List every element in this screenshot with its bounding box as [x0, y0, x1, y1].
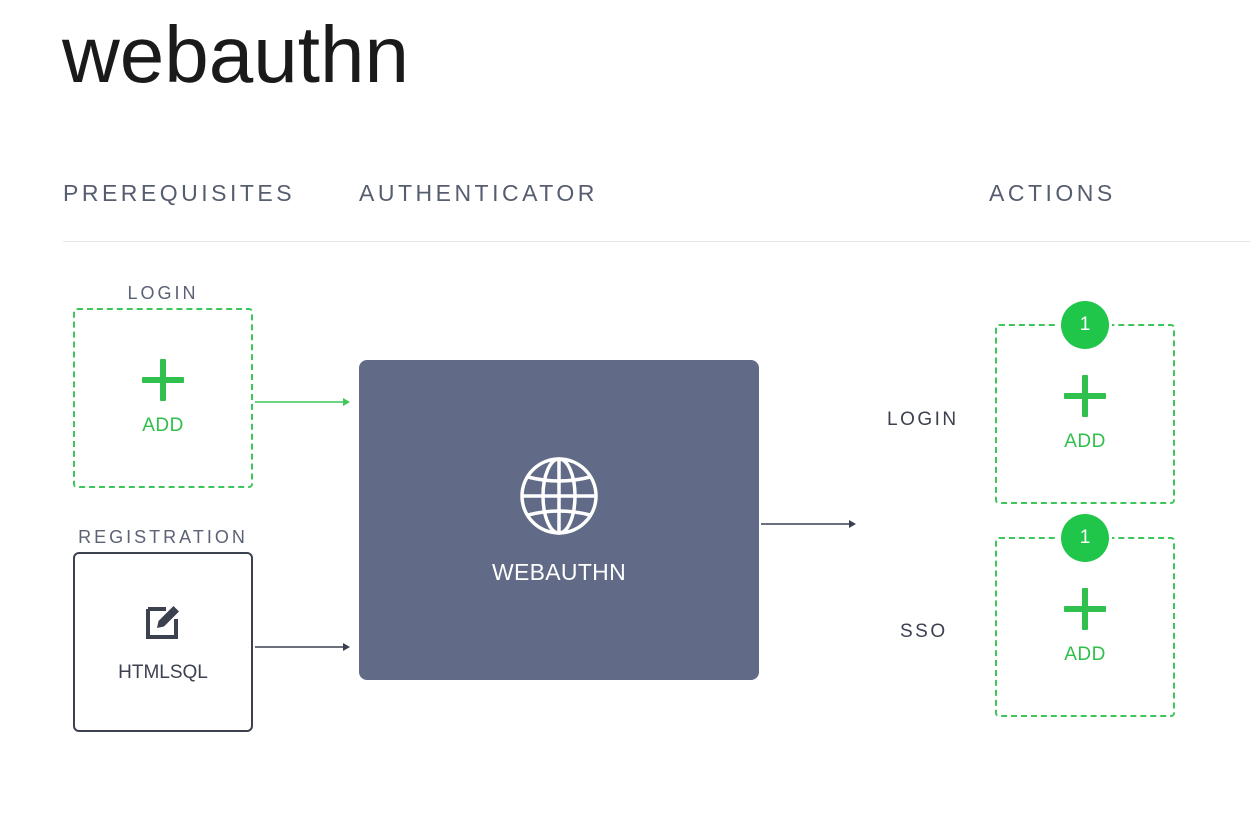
add-label: ADD	[1064, 431, 1106, 452]
action-sso-count-badge: 1	[1061, 514, 1109, 562]
action-sso-label: SSO	[900, 621, 948, 642]
edit-icon	[146, 606, 179, 639]
prerequisite-login-label: LOGIN	[127, 283, 199, 303]
action-login-add-button[interactable]: ADD	[995, 324, 1175, 504]
column-header-prerequisites: PREREQUISITES	[63, 180, 296, 206]
registration-method-label: HTMLSQL	[118, 662, 208, 683]
plus-icon	[1064, 375, 1106, 417]
action-login-count-badge: 1	[1061, 301, 1109, 349]
authenticator-webauthn[interactable]: WEBAUTHN	[359, 360, 759, 680]
column-header-authenticator: AUTHENTICATOR	[359, 180, 598, 206]
plus-icon	[1064, 588, 1106, 630]
plus-icon	[142, 359, 184, 401]
add-label: ADD	[1064, 644, 1106, 665]
column-header-actions: ACTIONS	[989, 180, 1116, 206]
registration-method-htmlsql[interactable]: HTMLSQL	[73, 552, 253, 732]
prerequisite-registration-label: REGISTRATION	[78, 527, 248, 547]
page-title: webauthn	[62, 10, 409, 99]
authenticator-label: WEBAUTHN	[491, 558, 626, 585]
action-login-label: LOGIN	[887, 409, 959, 430]
prerequisite-login-add-button[interactable]: ADD	[73, 308, 253, 488]
action-sso-add-button[interactable]: ADD	[995, 537, 1175, 717]
globe-icon	[520, 456, 598, 535]
add-label: ADD	[142, 415, 184, 436]
header-divider	[63, 241, 1250, 242]
